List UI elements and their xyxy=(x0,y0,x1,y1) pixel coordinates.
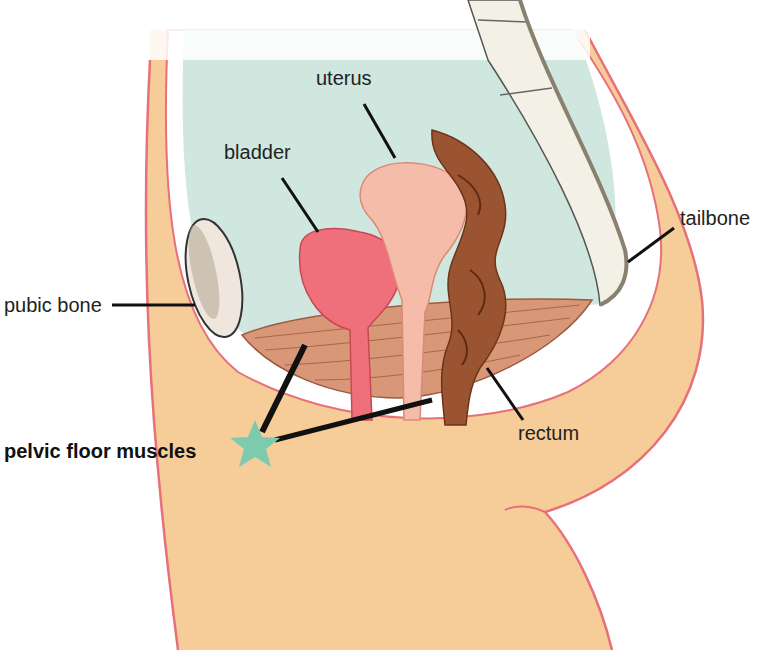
buttock-crease xyxy=(505,506,545,512)
pubic-bone-shade xyxy=(182,223,225,322)
part-label: tailbone xyxy=(680,206,750,230)
part-label: bladder xyxy=(224,140,291,164)
leader-line xyxy=(112,304,195,307)
part-label: pubic bone xyxy=(4,293,102,317)
rectum-folds xyxy=(458,175,485,365)
body-outline xyxy=(146,30,703,650)
leader-line xyxy=(487,368,523,420)
leader-line xyxy=(364,104,395,158)
body-outline-edge xyxy=(146,30,703,650)
leader-line xyxy=(628,228,674,262)
leader-line xyxy=(262,345,305,432)
bladder-shape xyxy=(300,229,400,420)
part-label: uterus xyxy=(316,66,372,90)
leader-line xyxy=(282,178,318,232)
spine-shade xyxy=(520,0,626,305)
callout-heading: pelvic floor muscles xyxy=(4,439,196,463)
star-marker xyxy=(230,420,280,467)
leader-line xyxy=(275,400,432,440)
part-label: rectum xyxy=(518,421,579,445)
pubic-bone-shape xyxy=(176,214,252,342)
